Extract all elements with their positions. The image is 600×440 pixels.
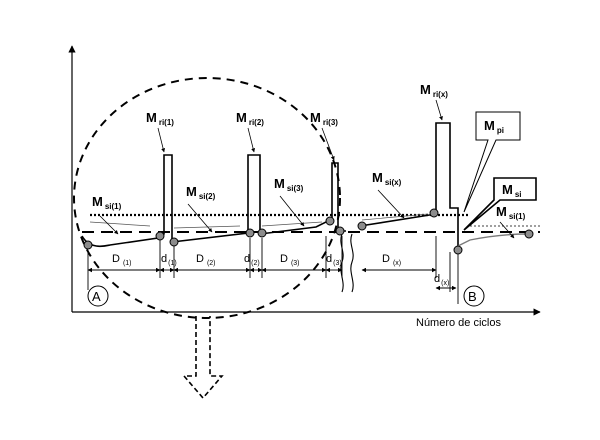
cycle-envelope-lines (89, 213, 429, 229)
label-d3: d(3) (326, 253, 342, 267)
marker-valley-1 (169, 237, 179, 247)
marker-valley-2 (257, 228, 267, 238)
marker-peak-2-top (245, 228, 255, 238)
marker-valley-3 (335, 226, 345, 236)
label-dx: d(x) (434, 273, 449, 287)
down-arrow-icon (182, 316, 224, 400)
marker-peak-3-top (325, 216, 335, 226)
next-cycle-curve (457, 233, 529, 247)
marker-x-start (357, 221, 367, 231)
x-axis-label: Número de ciclos (416, 317, 501, 329)
label-D2: D(2) (196, 253, 216, 267)
label-Dx: D(x) (382, 253, 401, 267)
interval-arrows (87, 267, 457, 291)
label-D1: D(1) (112, 253, 132, 267)
point-a-circle (87, 285, 109, 307)
zoom-circle (73, 77, 341, 319)
callout-box-mpi (463, 111, 521, 213)
leader-lines (99, 99, 515, 239)
marker-b-valley (453, 245, 463, 255)
marker-end (524, 229, 534, 239)
break-mark-right (350, 233, 354, 293)
point-b-label: B (468, 289, 477, 304)
marker-start (83, 240, 93, 250)
label-d2: d(2) (244, 253, 260, 267)
point-b-circle (463, 285, 485, 307)
callout-box-msi (463, 177, 537, 231)
label-D3: D(3) (280, 253, 300, 267)
moment-curve (81, 122, 459, 250)
marker-peak-1-top (155, 231, 165, 241)
marker-x-peak (429, 208, 439, 218)
point-a-label: A (92, 289, 101, 304)
label-d1: d(1) (161, 253, 177, 267)
